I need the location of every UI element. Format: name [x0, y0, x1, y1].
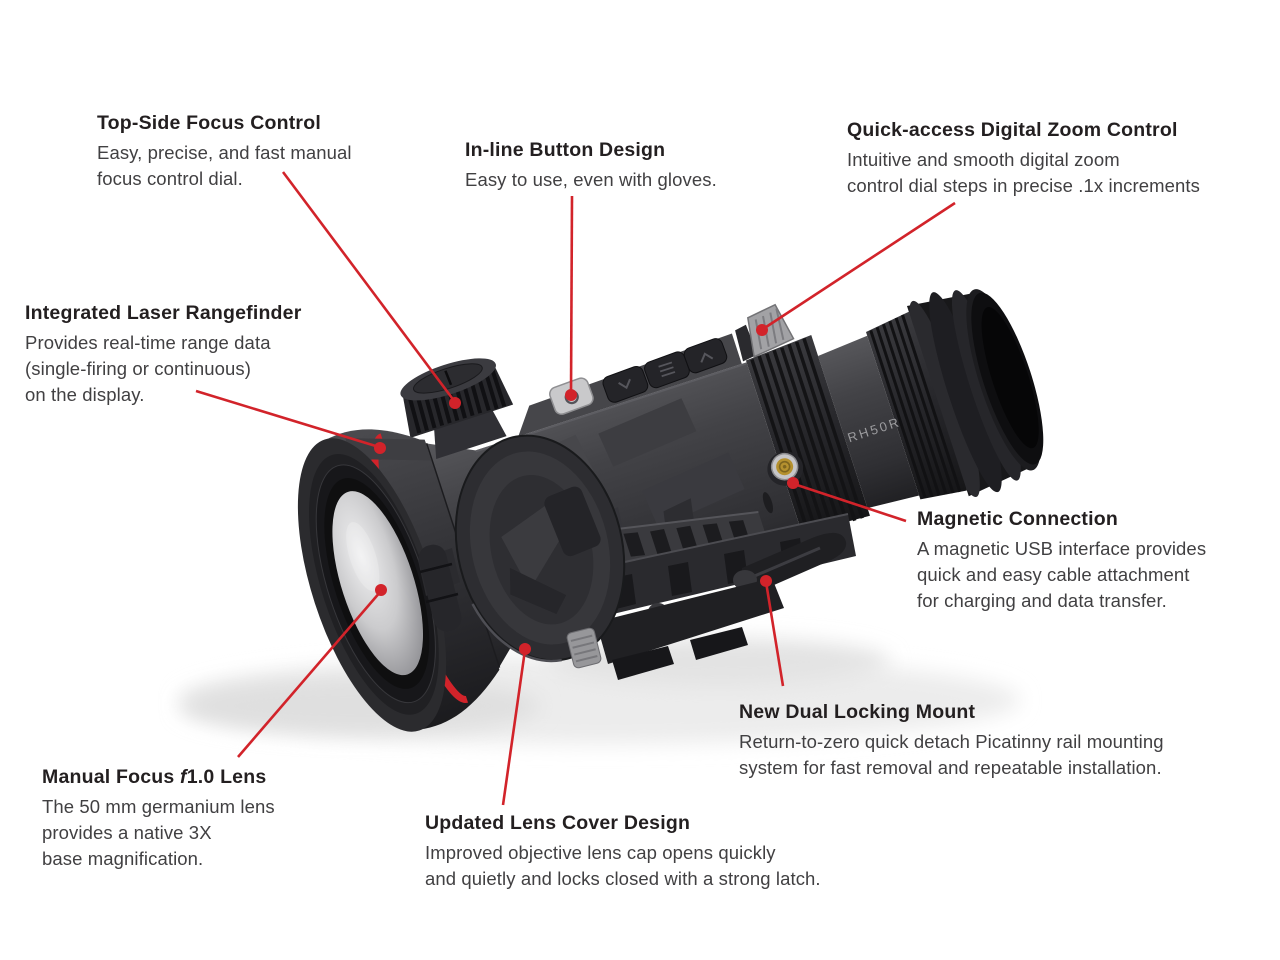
- diopter-ring: [865, 311, 967, 500]
- callout-body: The 50 mm germanium lens provides a nati…: [42, 796, 275, 870]
- callout-title: In-line Button Design: [465, 139, 666, 161]
- callout-dual-locking-mount: New Dual Locking Mount Return-to-zero qu…: [739, 701, 1164, 781]
- callout-title: Magnetic Connection: [917, 508, 1118, 530]
- eyepiece-eyecup: [906, 289, 1044, 498]
- lens-cover: [418, 434, 626, 669]
- leader-line-buttons: [569, 195, 574, 395]
- leader-line-lens: [237, 590, 382, 758]
- callout-title-pre: Manual Focus: [42, 766, 181, 788]
- callout-title: Integrated Laser Rangefinder: [25, 302, 302, 324]
- callout-title: Top-Side Focus Control: [97, 112, 321, 134]
- menu-buttons: [602, 338, 728, 403]
- callout-title: New Dual Locking Mount: [739, 701, 976, 723]
- leader-lines: [195, 171, 956, 806]
- callout-lens-cover-design: Updated Lens Cover Design Improved objec…: [425, 812, 821, 892]
- callout-title: Manual Focus f1.0 Lens: [42, 766, 275, 789]
- leader-dot-rangefinder: [374, 442, 386, 454]
- callout-body: A magnetic USB interface provides quick …: [917, 538, 1207, 612]
- objective-lens-glass: [332, 491, 424, 676]
- callout-magnetic-connection: Magnetic Connection A magnetic USB inter…: [917, 508, 1206, 614]
- leader-line-zoom: [762, 201, 956, 331]
- callout-body: Provides real-time range data (single-fi…: [25, 332, 271, 406]
- leader-dot-focus: [449, 397, 461, 409]
- leader-dot-lens: [375, 584, 387, 596]
- magnetic-usb-connector: [767, 451, 804, 486]
- callout-body: Return-to-zero quick detach Picatinny ra…: [739, 731, 1164, 779]
- leader-dot-zoom: [756, 324, 768, 336]
- callout-top-side-focus-control: Top-Side Focus Control Easy, precise, an…: [97, 112, 352, 192]
- rear-tube: RH50R: [818, 335, 920, 509]
- callout-laser-rangefinder: Integrated Laser Rangefinder Provides re…: [25, 302, 302, 408]
- leader-line-cover: [501, 649, 527, 806]
- cover-hinge: [418, 544, 462, 632]
- leader-dot-magnetic: [787, 477, 799, 489]
- callout-manual-focus-lens: Manual Focus f1.0 Lens The 50 mm germani…: [42, 766, 275, 872]
- button-deck: [518, 333, 742, 437]
- callout-title-post: 1.0 Lens: [186, 766, 267, 788]
- callout-title-f: f: [180, 766, 187, 788]
- callout-title: Updated Lens Cover Design: [425, 812, 691, 834]
- objective-bell: [297, 429, 500, 732]
- leader-dot-cover: [519, 643, 531, 655]
- leader-dot-mount: [760, 575, 772, 587]
- leader-line-mount: [764, 581, 785, 687]
- callout-digital-zoom-control: Quick-access Digital Zoom Control Intuit…: [847, 119, 1200, 199]
- cover-latch: [566, 627, 602, 669]
- zoom-control-ring: [745, 335, 870, 534]
- callout-in-line-button-design: In-line Button Design Easy to use, even …: [465, 139, 717, 193]
- callout-body: Improved objective lens cap opens quickl…: [425, 842, 821, 890]
- callout-body: Intuitive and smooth digital zoom contro…: [847, 149, 1200, 197]
- callout-body: Easy, precise, and fast manual focus con…: [97, 142, 352, 190]
- callout-body: Easy to use, even with gloves.: [465, 169, 717, 191]
- leader-line-magnetic: [793, 482, 907, 523]
- dual-locking-mount: [577, 513, 856, 680]
- leader-line-focus: [281, 171, 457, 403]
- leader-line-rangefinder: [195, 389, 380, 449]
- callout-title: Quick-access Digital Zoom Control: [847, 119, 1178, 141]
- leader-dot-buttons: [565, 389, 577, 401]
